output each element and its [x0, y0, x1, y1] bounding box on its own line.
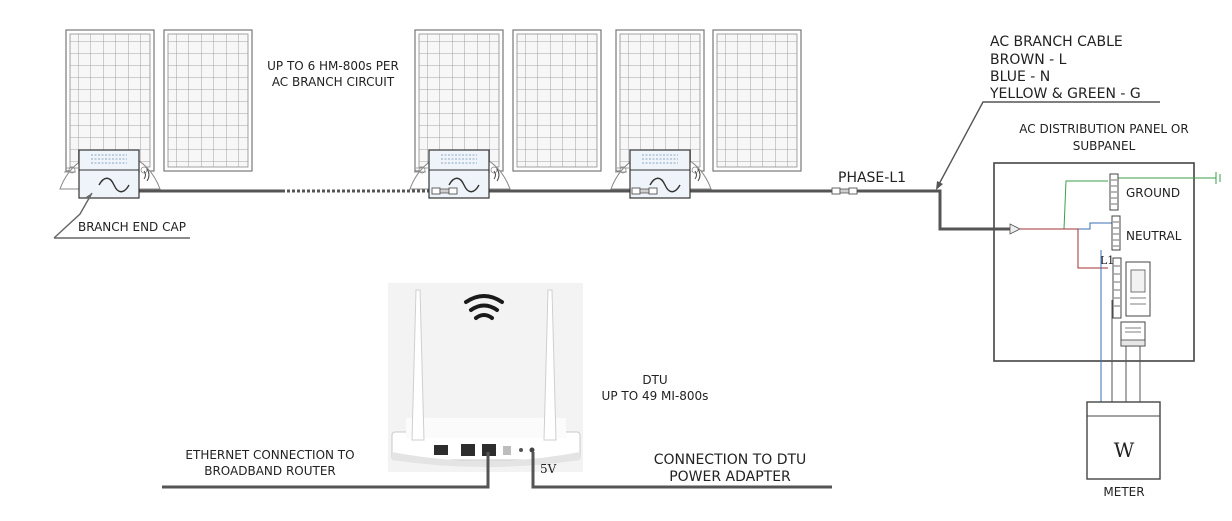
line-wire	[1020, 228, 1108, 269]
cable-callout-leader	[937, 101, 1160, 187]
ac-distribution-panel	[993, 162, 1195, 362]
ac-panel-label-line1: AC DISTRIBUTION PANEL OR	[1019, 122, 1188, 136]
neutral-label: NEUTRAL	[1126, 229, 1182, 243]
trunk-connector	[631, 187, 658, 195]
power-label-line1: CONNECTION TO DTU	[654, 452, 807, 468]
l1-bus-bar	[1112, 257, 1122, 319]
per-branch-label-line2: AC BRANCH CIRCUIT	[272, 75, 395, 89]
dtu-port-panel	[434, 444, 535, 456]
power-adapter-cable	[531, 452, 832, 489]
five-volt-label: 5V	[540, 462, 557, 476]
ethernet-port	[461, 444, 475, 456]
solar-panel	[712, 29, 802, 172]
cable-title-label: AC BRANCH CABLE	[990, 34, 1123, 50]
dtu-antenna	[543, 289, 557, 441]
ground-wire	[1020, 180, 1108, 230]
end-cap-leader	[53, 192, 93, 239]
ground-bus-bar	[1109, 173, 1119, 211]
wifi-icon	[464, 294, 504, 320]
breaker	[1125, 261, 1151, 317]
neutral-bus-bar	[1111, 215, 1121, 251]
dtu-capacity-label: UP TO 49 MI-800s	[602, 389, 709, 403]
meter-label: METER	[1103, 485, 1144, 499]
ac-panel-label-line2: SUBPANEL	[1073, 139, 1136, 153]
branch-end-cap-label: BRANCH END CAP	[78, 220, 186, 234]
ethernet-label-line1: ETHERNET CONNECTION TO	[185, 448, 354, 462]
ethernet-label-line2: BROADBAND ROUTER	[204, 464, 336, 478]
energy-meter	[1086, 401, 1161, 480]
neutral-wire	[1020, 222, 1112, 230]
cable-yellow-green-label: YELLOW & GREEN - G	[989, 86, 1141, 102]
ethernet-cable	[162, 452, 490, 489]
dtu-antenna	[411, 289, 425, 441]
power-port	[529, 447, 535, 453]
cable-blue-label: BLUE - N	[990, 69, 1050, 85]
cable-brown-label: BROWN - L	[990, 52, 1067, 68]
trunk-connector	[831, 187, 858, 195]
meter-terminal-block	[1120, 321, 1146, 347]
lan-port	[482, 444, 496, 456]
per-branch-label-line1: UP TO 6 HM-800s PER	[267, 59, 399, 73]
solar-panel	[163, 29, 253, 172]
phase-l1-label: PHASE-L1	[838, 170, 906, 186]
ground-label: GROUND	[1126, 186, 1180, 200]
solar-panel	[512, 29, 602, 172]
dtu-title-label: DTU	[642, 373, 667, 387]
l1-bar-label: L1	[1100, 254, 1114, 267]
power-label-line2: POWER ADAPTER	[669, 469, 791, 485]
meter-symbol: W	[1114, 438, 1135, 462]
trunk-connector	[431, 187, 458, 195]
ac-trunk-cable-drop	[938, 189, 1010, 231]
